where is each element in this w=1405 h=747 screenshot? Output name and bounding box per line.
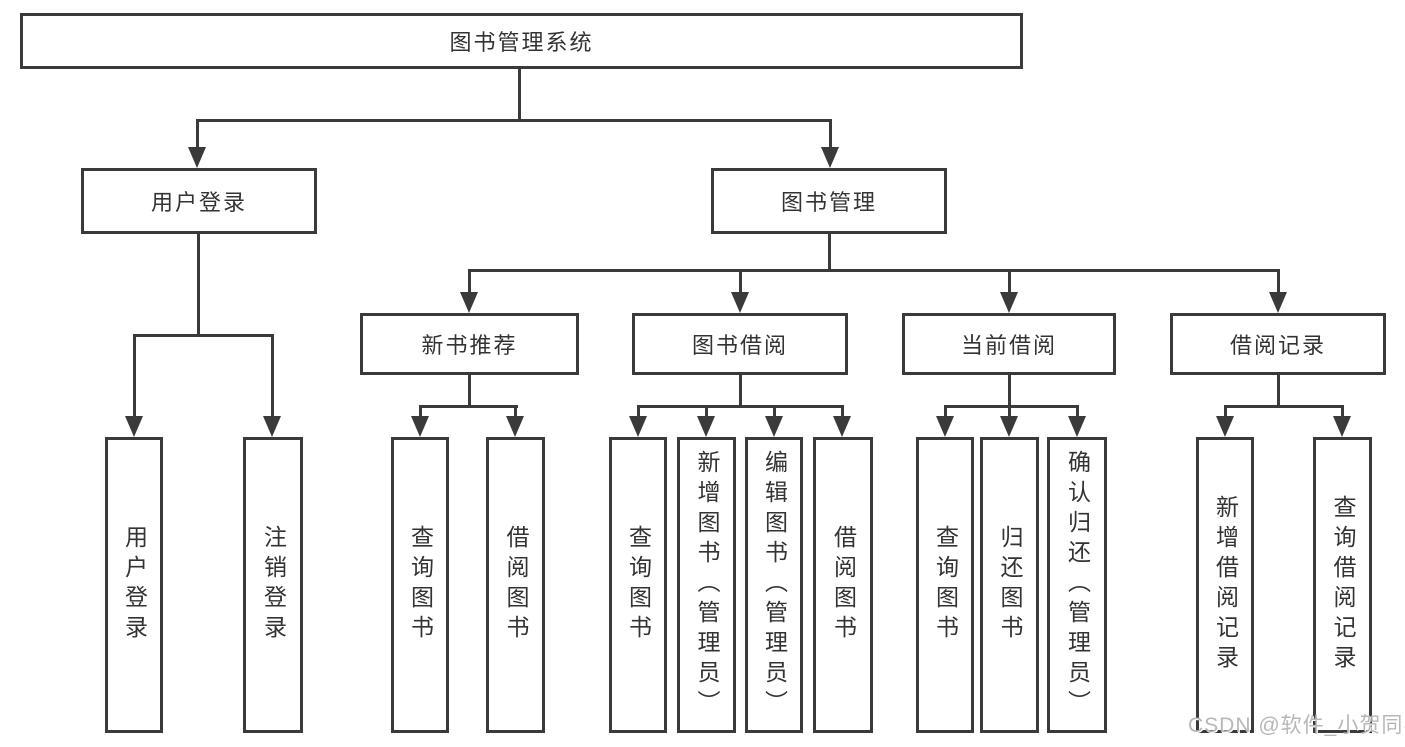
arrow-down-icon xyxy=(263,416,281,437)
connector-line xyxy=(419,405,518,408)
arrow-down-icon xyxy=(821,147,839,168)
arrow-down-icon xyxy=(1068,416,1086,437)
connector-line xyxy=(1008,269,1011,294)
connector-line xyxy=(944,405,947,418)
arrow-down-icon xyxy=(1216,416,1234,437)
arrow-down-icon xyxy=(506,416,524,437)
connector-line xyxy=(468,269,471,294)
connector-line xyxy=(1277,269,1280,294)
arrow-down-icon xyxy=(1000,292,1018,313)
arrow-down-icon xyxy=(629,416,647,437)
node-leaf-edit-books-admin: 编辑图书（管理员） xyxy=(745,437,803,733)
node-current-borrow: 当前借阅 xyxy=(902,313,1116,375)
arrow-down-icon xyxy=(1333,416,1351,437)
connector-line xyxy=(705,405,708,418)
connector-line xyxy=(739,269,742,294)
connector-line xyxy=(1076,405,1079,418)
connector-line xyxy=(1224,405,1343,408)
connector-line xyxy=(637,405,844,408)
node-leaf-borrow-books-recommend: 借阅图书 xyxy=(486,437,545,733)
connector-line xyxy=(419,405,422,418)
node-leaf-confirm-return-admin: 确认归还（管理员） xyxy=(1047,437,1107,733)
arrow-down-icon xyxy=(731,292,749,313)
connector-line xyxy=(133,334,274,337)
node-leaf-user-login: 用户登录 xyxy=(105,437,163,733)
arrow-down-icon xyxy=(936,416,954,437)
connector-line xyxy=(196,119,832,122)
node-borrow-records: 借阅记录 xyxy=(1170,313,1386,375)
node-leaf-query-books-current: 查询图书 xyxy=(916,437,974,733)
connector-line xyxy=(1008,375,1011,407)
connector-line xyxy=(828,234,831,271)
connector-line xyxy=(829,119,832,148)
node-leaf-return-books: 归还图书 xyxy=(980,437,1039,733)
connector-line xyxy=(773,405,776,418)
connector-line xyxy=(944,405,1078,408)
connector-line xyxy=(739,375,742,407)
node-root-system: 图书管理系统 xyxy=(20,13,1023,69)
connector-line xyxy=(637,405,640,418)
node-leaf-add-borrow-record: 新增借阅记录 xyxy=(1196,437,1254,733)
connector-line xyxy=(468,269,1279,272)
node-leaf-borrow-books: 借阅图书 xyxy=(813,437,873,733)
arrow-down-icon xyxy=(1000,416,1018,437)
node-user-login: 用户登录 xyxy=(81,168,317,234)
connector-line xyxy=(1341,405,1344,418)
connector-line xyxy=(1008,405,1011,418)
arrow-down-icon xyxy=(833,416,851,437)
arrow-down-icon xyxy=(460,292,478,313)
node-leaf-query-borrow-record: 查询借阅记录 xyxy=(1313,437,1372,733)
connector-line xyxy=(514,405,517,418)
node-book-borrow: 图书借阅 xyxy=(632,313,848,375)
arrow-down-icon xyxy=(1269,292,1287,313)
connector-line xyxy=(197,234,200,336)
arrow-down-icon xyxy=(765,416,783,437)
connector-line xyxy=(1277,375,1280,407)
node-leaf-query-books-recommend: 查询图书 xyxy=(391,437,449,733)
connector-line xyxy=(271,334,274,417)
arrow-down-icon xyxy=(188,147,206,168)
connector-line xyxy=(133,334,136,417)
node-leaf-query-books-borrow: 查询图书 xyxy=(609,437,667,733)
csdn-watermark: CSDN @软件_小贺同学 xyxy=(1188,714,1405,737)
node-new-book-recommend: 新书推荐 xyxy=(360,313,579,375)
connector-line xyxy=(518,67,521,121)
arrow-down-icon xyxy=(697,416,715,437)
arrow-down-icon xyxy=(125,416,143,437)
node-leaf-logout: 注销登录 xyxy=(243,437,303,733)
connector-line xyxy=(841,405,844,418)
node-book-management: 图书管理 xyxy=(711,168,947,234)
node-leaf-add-books-admin: 新增图书（管理员） xyxy=(677,437,736,733)
connector-line xyxy=(468,375,471,407)
connector-line xyxy=(1224,405,1227,418)
connector-line xyxy=(196,119,199,148)
arrow-down-icon xyxy=(411,416,429,437)
